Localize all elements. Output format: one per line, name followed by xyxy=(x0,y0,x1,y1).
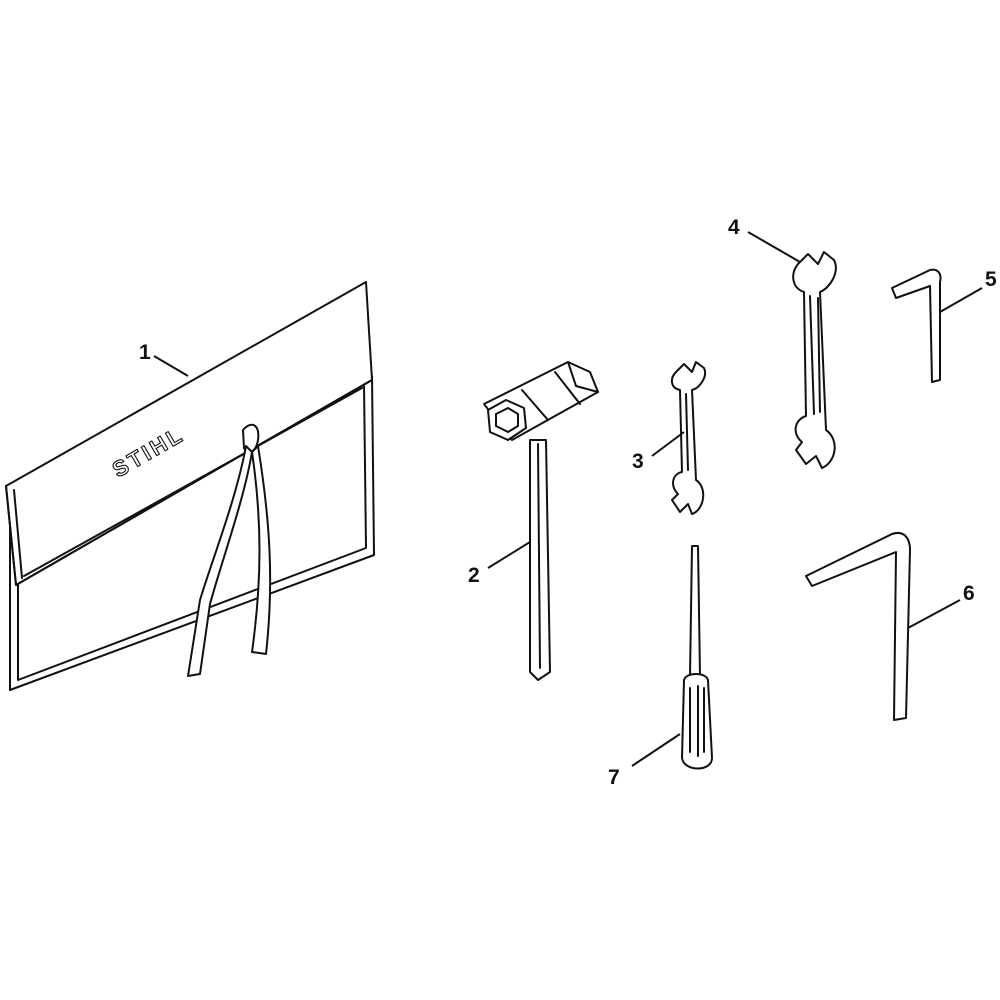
part-5-small-hex-key xyxy=(891,268,942,383)
part-7-screwdriver xyxy=(681,545,713,770)
callout-2: 2 xyxy=(468,541,531,587)
callout-number: 6 xyxy=(963,582,975,605)
callout-number: 3 xyxy=(632,450,644,473)
part-4-large-wrench xyxy=(792,251,837,469)
callout-number: 2 xyxy=(468,564,480,587)
part-3-small-wrench xyxy=(670,361,706,515)
part-2-combination-wrench xyxy=(483,361,599,681)
callout-6: 6 xyxy=(907,582,975,629)
callout-number: 5 xyxy=(985,268,997,291)
callout-7: 7 xyxy=(608,733,681,789)
part-6-large-hex-key xyxy=(805,532,911,721)
part-1-tool-pouch: STIHL xyxy=(5,281,375,691)
callout-number: 7 xyxy=(608,766,620,789)
callout-4: 4 xyxy=(728,216,801,263)
callout-number: 4 xyxy=(728,216,740,239)
callout-1: 1 xyxy=(139,341,189,377)
callout-3: 3 xyxy=(632,431,685,473)
callout-number: 1 xyxy=(139,341,151,364)
callout-5: 5 xyxy=(939,268,997,313)
